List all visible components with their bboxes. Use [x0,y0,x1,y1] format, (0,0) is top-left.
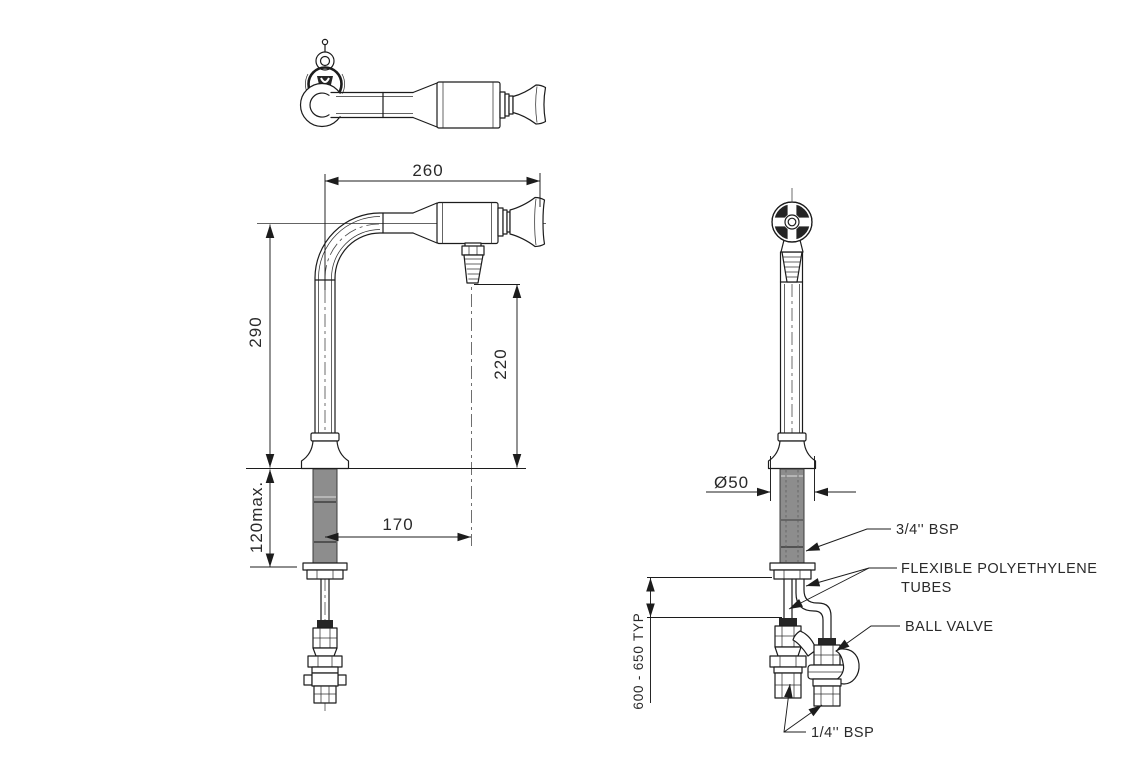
ball-valve [792,630,860,707]
front-elevation-view: Ø50 600 - 650 TYP 3/4'' BSP FLEXIBLE POL… [631,188,1097,741]
compression-fitting-side [303,620,347,704]
side-handle [509,196,546,248]
label-ball-valve: BALL VALVE [905,619,994,635]
dimension-tail-length: 600 - 650 TYP [631,577,782,710]
threaded-shank-side [312,468,338,564]
label-tail-thread: 1/4'' BSP [811,725,874,741]
serrated-nozzle-side [461,242,485,284]
flexible-tubes [783,578,832,639]
leader-shank-thread: 3/4'' BSP [805,522,959,552]
threaded-shank-front [779,468,805,564]
dim-max-deck-thickness: 120max. [247,481,266,553]
gooseneck-spout [314,202,438,434]
plan-view [299,38,547,129]
leader-tail-thread: 1/4'' BSP [783,683,874,741]
plan-spout-body [330,81,547,129]
backnut-side [302,562,348,580]
supply-tube-side [320,578,330,621]
cross-handle-front [771,201,813,243]
dim-outlet-clearance: 220 [491,348,510,379]
dimension-lines-side: 260 290 220 170 120max. [246,161,541,568]
valve-lever-left-wing [792,630,817,657]
deck-flange-side [300,432,350,470]
riser-pipe-front [779,251,804,434]
dim-spout-reach: 260 [412,161,443,180]
label-tubes-line2: TUBES [901,580,952,596]
side-elevation-view: 260 290 220 170 120max. [246,161,546,714]
backnut-front [769,562,816,580]
dim-base-diameter: Ø50 [714,473,749,492]
plan-outlet-ring [299,82,436,128]
tap-body-side [436,196,546,248]
compression-fitting-front [769,618,807,699]
dim-spout-height: 290 [246,316,265,347]
deck-flange-front [767,432,817,470]
plan-handle [512,84,547,125]
leader-ball-valve: BALL VALVE [835,619,994,652]
dimension-base-diameter: Ø50 [706,456,856,501]
label-shank-thread: 3/4'' BSP [896,522,959,538]
dim-tail-length: 600 - 650 TYP [631,612,646,709]
dim-nozzle-offset: 170 [382,515,413,534]
label-tubes-line1: FLEXIBLE POLYETHYLENE [901,561,1097,577]
serrated-nozzle-front [781,251,803,283]
leader-flexible-tubes: FLEXIBLE POLYETHYLENE TUBES [788,561,1097,610]
